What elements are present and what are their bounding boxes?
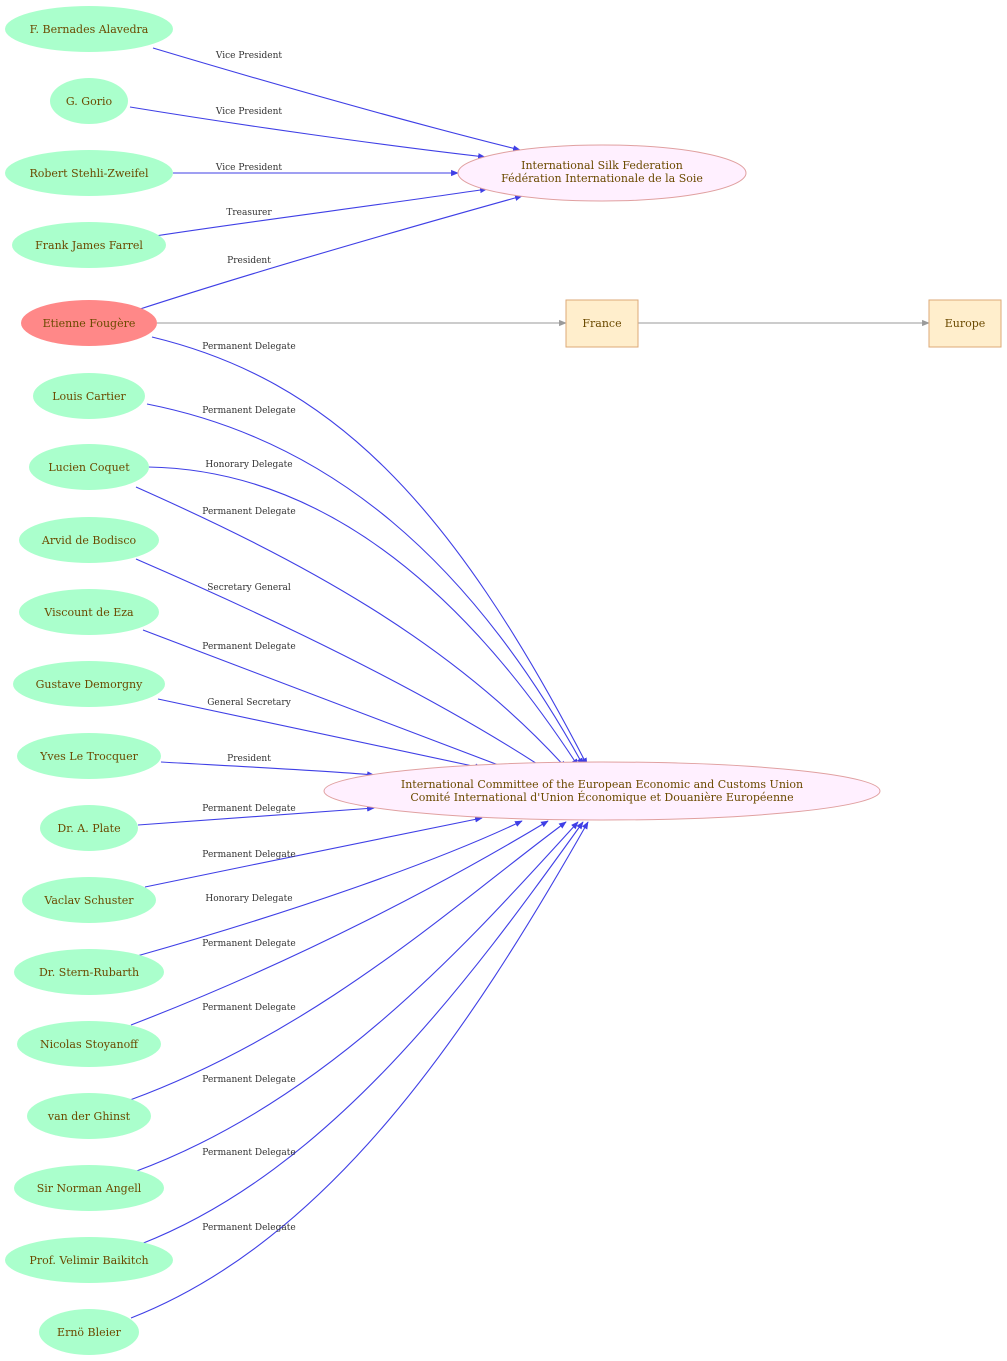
person-node-baikitch[interactable]: Prof. Velimir Baikitch xyxy=(5,1237,173,1283)
person-node-bernades[interactable]: F. Bernades Alavedra xyxy=(5,6,173,52)
person-label-eza: Viscount de Eza xyxy=(43,606,134,619)
silk-federation-label-en: International Silk Federation xyxy=(521,159,683,172)
edge-label-farrel: Treasurer xyxy=(226,208,272,218)
person-label-angell: Sir Norman Angell xyxy=(37,1182,142,1195)
edge-label-fougere-silk: President xyxy=(227,256,271,266)
person-label-schuster: Vaclav Schuster xyxy=(43,894,134,907)
edge-rubarth-committee xyxy=(136,820,523,957)
person-label-gorio: G. Gorio xyxy=(66,95,113,108)
person-label-bodisco: Arvid de Bodisco xyxy=(41,534,137,547)
person-node-demorgny[interactable]: Gustave Demorgny xyxy=(13,661,165,707)
edge-demorgny-committee xyxy=(157,698,483,770)
edge-label-bodisco: Secretary General xyxy=(207,583,291,593)
edge-ghinst-committee xyxy=(129,821,567,1101)
person-nodes: F. Bernades Alavedra G. Gorio Robert Ste… xyxy=(5,6,173,1355)
edge-label-ghinst: Permanent Delegate xyxy=(202,1003,295,1013)
person-node-cartier[interactable]: Louis Cartier xyxy=(33,373,145,419)
person-node-gorio[interactable]: G. Gorio xyxy=(50,78,128,124)
person-label-farrel: Frank James Farrel xyxy=(35,239,143,252)
person-node-bodisco[interactable]: Arvid de Bodisco xyxy=(19,517,159,563)
edge-plate-committee xyxy=(137,805,375,826)
edge-label-baikitch: Permanent Delegate xyxy=(202,1148,295,1158)
person-label-bernades: F. Bernades Alavedra xyxy=(30,23,149,36)
person-label-stoyanoff: Nicolas Stoyanoff xyxy=(40,1038,139,1051)
person-label-trocquer: Yves Le Trocquer xyxy=(39,750,138,763)
edge-trocquer-committee xyxy=(160,761,375,778)
edge-gorio-silk xyxy=(129,106,486,160)
edge-label-fougere-committee: Permanent Delegate xyxy=(202,342,295,352)
edge-label-rubarth: Honorary Delegate xyxy=(205,894,292,904)
person-node-angell[interactable]: Sir Norman Angell xyxy=(14,1165,164,1211)
person-label-coquet: Lucien Coquet xyxy=(48,461,130,474)
org-node-committee[interactable]: International Committee of the European … xyxy=(323,761,881,821)
place-node-europe[interactable]: Europe xyxy=(928,299,1002,348)
edge-label-stoyanoff: Permanent Delegate xyxy=(202,939,295,949)
edge-stoyanoff-committee xyxy=(130,820,549,1026)
person-label-stehli: Robert Stehli-Zweifel xyxy=(29,167,149,180)
person-node-schuster[interactable]: Vaclav Schuster xyxy=(22,877,156,923)
person-node-stehli[interactable]: Robert Stehli-Zweifel xyxy=(5,150,173,196)
edge-bernades-silk xyxy=(152,47,521,152)
edge-schuster-committee xyxy=(144,816,483,888)
person-node-ghinst[interactable]: van der Ghinst xyxy=(27,1093,151,1139)
edge-label-plate: Permanent Delegate xyxy=(202,804,295,814)
edge-bleier-committee xyxy=(130,821,589,1319)
org-node-silk-federation[interactable]: International Silk Federation Fédération… xyxy=(457,144,747,202)
edge-label-coquet-permanent: Permanent Delegate xyxy=(202,507,295,517)
edge-label-bernades: Vice President xyxy=(215,51,283,61)
edge-coquet-committee-honorary xyxy=(147,466,579,767)
edges xyxy=(129,47,930,1319)
edge-label-demorgny: General Secretary xyxy=(207,698,291,708)
silk-federation-label-fr: Fédération Internationale de la Soie xyxy=(501,172,703,185)
edge-fougere-silk xyxy=(136,194,523,311)
person-node-eza[interactable]: Viscount de Eza xyxy=(19,589,159,635)
europe-label: Europe xyxy=(945,317,986,330)
edge-label-gorio: Vice President xyxy=(215,107,283,117)
person-node-fougere[interactable]: Etienne Fougère xyxy=(21,300,157,346)
edge-coquet-committee-permanent xyxy=(135,486,567,769)
edge-label-bleier: Permanent Delegate xyxy=(202,1223,295,1233)
place-node-france[interactable]: France xyxy=(565,299,639,348)
edge-fougere-committee xyxy=(151,336,588,766)
person-label-rubarth: Dr. Stern-Rubarth xyxy=(39,966,139,979)
edge-label-stehli: Vice President xyxy=(215,163,283,173)
person-node-coquet[interactable]: Lucien Coquet xyxy=(29,444,149,490)
person-label-cartier: Louis Cartier xyxy=(52,390,126,403)
edge-cartier-committee xyxy=(146,403,584,766)
edge-labels: Vice President Vice President Vice Presi… xyxy=(202,51,295,1233)
edge-angell-committee xyxy=(133,821,579,1173)
person-node-trocquer[interactable]: Yves Le Trocquer xyxy=(17,733,161,779)
person-node-farrel[interactable]: Frank James Farrel xyxy=(12,222,166,268)
person-label-plate: Dr. A. Plate xyxy=(57,822,120,835)
edge-farrel-silk xyxy=(154,186,488,237)
edge-label-eza: Permanent Delegate xyxy=(202,642,295,652)
committee-label-en: International Committee of the European … xyxy=(401,778,803,791)
person-label-bleier: Ernö Bleier xyxy=(57,1326,122,1339)
person-node-rubarth[interactable]: Dr. Stern-Rubarth xyxy=(14,949,164,995)
edge-label-trocquer: President xyxy=(227,754,271,764)
edge-label-coquet-honorary: Honorary Delegate xyxy=(205,460,292,470)
person-label-baikitch: Prof. Velimir Baikitch xyxy=(29,1254,148,1267)
person-node-bleier[interactable]: Ernö Bleier xyxy=(39,1309,139,1355)
committee-label-fr: Comité International d'Union Économique … xyxy=(410,790,793,804)
person-label-ghinst: van der Ghinst xyxy=(47,1110,131,1123)
person-node-plate[interactable]: Dr. A. Plate xyxy=(40,805,138,851)
edge-baikitch-committee xyxy=(140,821,584,1245)
edge-bodisco-committee xyxy=(135,558,549,772)
person-node-stoyanoff[interactable]: Nicolas Stoyanoff xyxy=(17,1021,161,1067)
person-label-demorgny: Gustave Demorgny xyxy=(36,678,143,691)
person-label-fougere: Etienne Fougère xyxy=(43,317,136,330)
france-label: France xyxy=(582,317,621,330)
edge-label-angell: Permanent Delegate xyxy=(202,1075,295,1085)
edge-label-schuster: Permanent Delegate xyxy=(202,850,295,860)
edge-eza-committee xyxy=(142,629,523,775)
edge-label-cartier: Permanent Delegate xyxy=(202,406,295,416)
